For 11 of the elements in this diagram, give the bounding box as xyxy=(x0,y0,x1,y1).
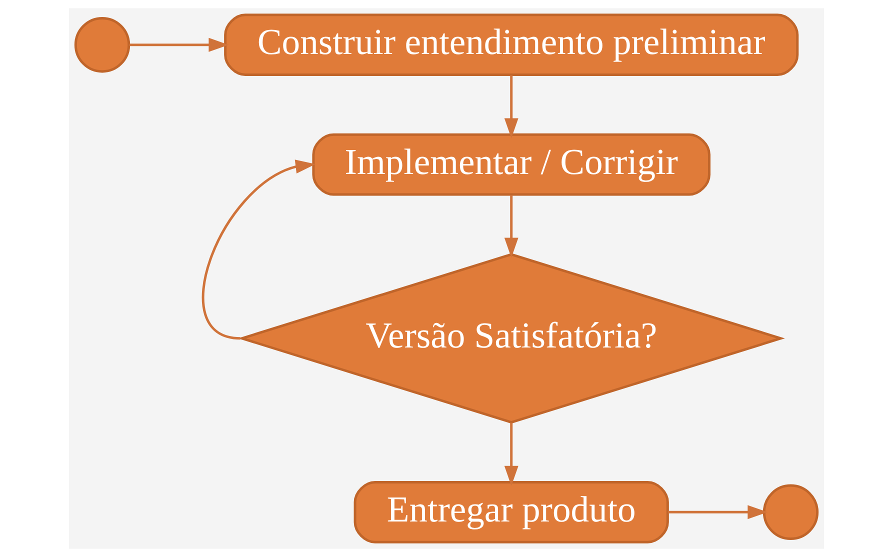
node-box: Entregar produto xyxy=(353,480,668,544)
arrow xyxy=(667,505,768,520)
node-box: Construir entendimento preliminar xyxy=(224,14,798,76)
arrow xyxy=(504,75,518,138)
arrow xyxy=(504,422,518,486)
node-circle xyxy=(74,17,130,73)
node-box: Implementar / Corrigir xyxy=(312,133,710,196)
arrow xyxy=(504,195,518,258)
arrow xyxy=(128,38,228,52)
arrow xyxy=(201,160,316,340)
node-circle xyxy=(762,484,818,540)
